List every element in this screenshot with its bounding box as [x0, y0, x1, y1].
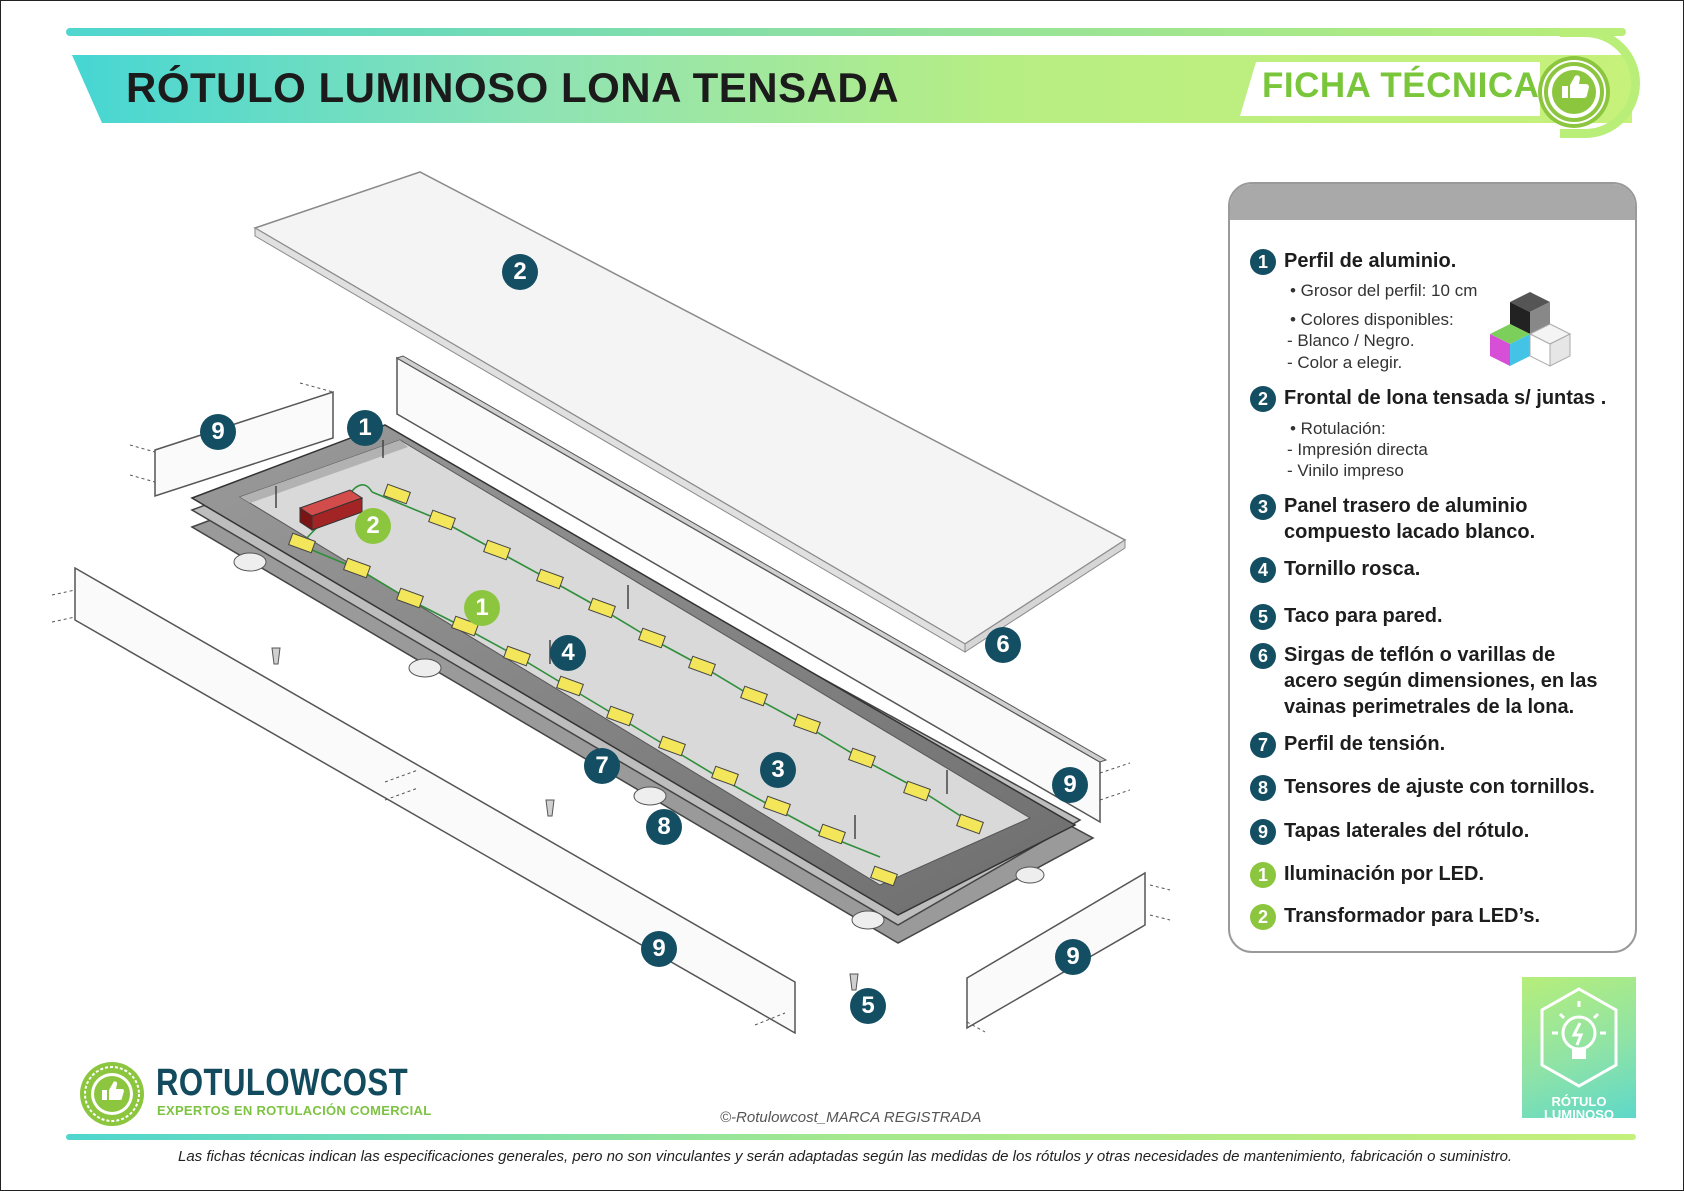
legend-panel-header — [1230, 184, 1635, 220]
dashed-guides — [51, 382, 1171, 1033]
badge-label: RÓTULO LUMINOSO — [1543, 1094, 1615, 1122]
diagram-label-1: 1 — [347, 410, 383, 446]
brand-tagline: EXPERTOS EN ROTULACIÓN COMERCIAL — [157, 1103, 432, 1118]
color-cubes-icon — [1490, 292, 1572, 367]
legend-number: 6 — [1250, 643, 1276, 669]
legend-number: 5 — [1250, 604, 1276, 630]
legend-text: Perfil de tensión. — [1284, 733, 1446, 755]
legend-number: 9 — [1250, 819, 1276, 845]
detail-thickness: • Grosor del perfil: 10 cm — [1290, 281, 1478, 300]
detail-white-black: - Blanco / Negro. — [1287, 331, 1415, 350]
diagram-label-9-top-left: 9 — [200, 414, 236, 450]
copyright-note: ©-Rotulowcost_MARCA REGISTRADA — [720, 1109, 982, 1126]
legend-text: Panel trasero de aluminio compuesto laca… — [1284, 495, 1536, 543]
diagram-label-4: 4 — [550, 635, 586, 671]
rotulowcost-logo-icon — [80, 1062, 144, 1126]
footer-line — [66, 1134, 1636, 1140]
legend-number: 2 — [1250, 386, 1276, 412]
legend-panel: 1 Perfil de aluminio. • Grosor del perfi… — [1228, 182, 1637, 953]
diagram-label-8: 8 — [646, 809, 682, 845]
header-curve — [1560, 28, 1640, 138]
legend-item-led: 1 Iluminación por LED. — [1250, 861, 1484, 888]
diagram-label-5: 5 — [850, 988, 886, 1024]
ficha-tecnica-label: FICHA TÉCNICA — [1262, 66, 1540, 105]
wall-plugs — [271, 647, 859, 991]
legend-number: 3 — [1250, 494, 1276, 520]
legend-item-8: 8 Tensores de ajuste con tornillos. — [1250, 774, 1595, 801]
legend-item-6: 6 Sirgas de teflón o varillas de acero s… — [1250, 642, 1597, 720]
diagram-label-9-bottom: 9 — [641, 931, 677, 967]
side-cover-top-left — [154, 390, 334, 498]
diagram-label-3: 3 — [760, 752, 796, 788]
main-frame — [190, 424, 1095, 944]
page-title: RÓTULO LUMINOSO LONA TENSADA — [126, 64, 900, 111]
detail-custom-color: - Color a elegir. — [1287, 353, 1403, 372]
disclaimer-text: Las fichas técnicas indican las especifi… — [178, 1148, 1513, 1165]
diagram-label-9-bottom-right: 9 — [1055, 939, 1091, 975]
light-bulb-icon — [1540, 987, 1618, 1088]
side-cover-right-long — [395, 355, 1108, 824]
diagram-label-9-right: 9 — [1052, 767, 1088, 803]
legend-number: 1 — [1250, 862, 1276, 888]
fabric-front-panel — [253, 171, 1127, 653]
legend-number: 1 — [1250, 249, 1276, 275]
legend-item-4: 4 Tornillo rosca. — [1250, 556, 1420, 583]
legend-item-9: 9 Tapas laterales del rótulo. — [1250, 818, 1529, 845]
header-top-line — [66, 28, 1626, 36]
detail-rotulacion: • Rotulación: — [1290, 419, 1386, 438]
legend-text: Tornillo rosca. — [1284, 558, 1421, 580]
legend-text: Tapas laterales del rótulo. — [1284, 820, 1530, 842]
legend-text: Perfil de aluminio. — [1284, 250, 1457, 272]
led-modules — [288, 483, 984, 887]
legend-item-5: 5 Taco para pared. — [1250, 603, 1443, 630]
thumbs-up-seal-icon — [1538, 56, 1610, 128]
legend-item-1: 1 Perfil de aluminio. — [1250, 248, 1456, 275]
legend-number: 4 — [1250, 557, 1276, 583]
legend-number: 2 — [1250, 904, 1276, 930]
legend-text: Tensores de ajuste con tornillos. — [1284, 776, 1595, 798]
diagram-label-7: 7 — [584, 748, 620, 784]
ficha-label-box — [1240, 62, 1540, 116]
side-cover-bottom-long — [74, 566, 796, 1035]
led-transformer — [298, 489, 364, 531]
legend-item-transformer: 2 Transformador para LED’s. — [1250, 903, 1540, 930]
detail-impresion-directa: - Impresión directa — [1287, 440, 1428, 459]
legend-item-7: 7 Perfil de tensión. — [1250, 731, 1445, 758]
brand-name: ROTULOWCOST — [156, 1062, 409, 1104]
legend-number: 7 — [1250, 732, 1276, 758]
legend-text: Taco para pared. — [1284, 605, 1443, 627]
legend-text: Transformador para LED’s. — [1284, 905, 1540, 927]
detail-vinilo-impreso: - Vinilo impreso — [1287, 461, 1404, 480]
diagram-label-led-transformer: 2 — [355, 508, 391, 544]
detail-colors: • Colores disponibles: — [1290, 310, 1454, 329]
diagram-label-led: 1 — [464, 590, 500, 626]
legend-text: Sirgas de teflón o varillas de acero seg… — [1284, 644, 1598, 718]
legend-text: Frontal de lona tensada s/ juntas . — [1284, 387, 1607, 409]
legend-number: 8 — [1250, 775, 1276, 801]
diagram-label-6: 6 — [985, 627, 1021, 663]
legend-text: Iluminación por LED. — [1284, 863, 1485, 885]
legend-item-3: 3 Panel trasero de aluminio compuesto la… — [1250, 493, 1535, 545]
legend-item-2: 2 Frontal de lona tensada s/ juntas . — [1250, 385, 1606, 412]
tensioners — [233, 552, 1045, 930]
diagram-label-2: 2 — [502, 254, 538, 290]
